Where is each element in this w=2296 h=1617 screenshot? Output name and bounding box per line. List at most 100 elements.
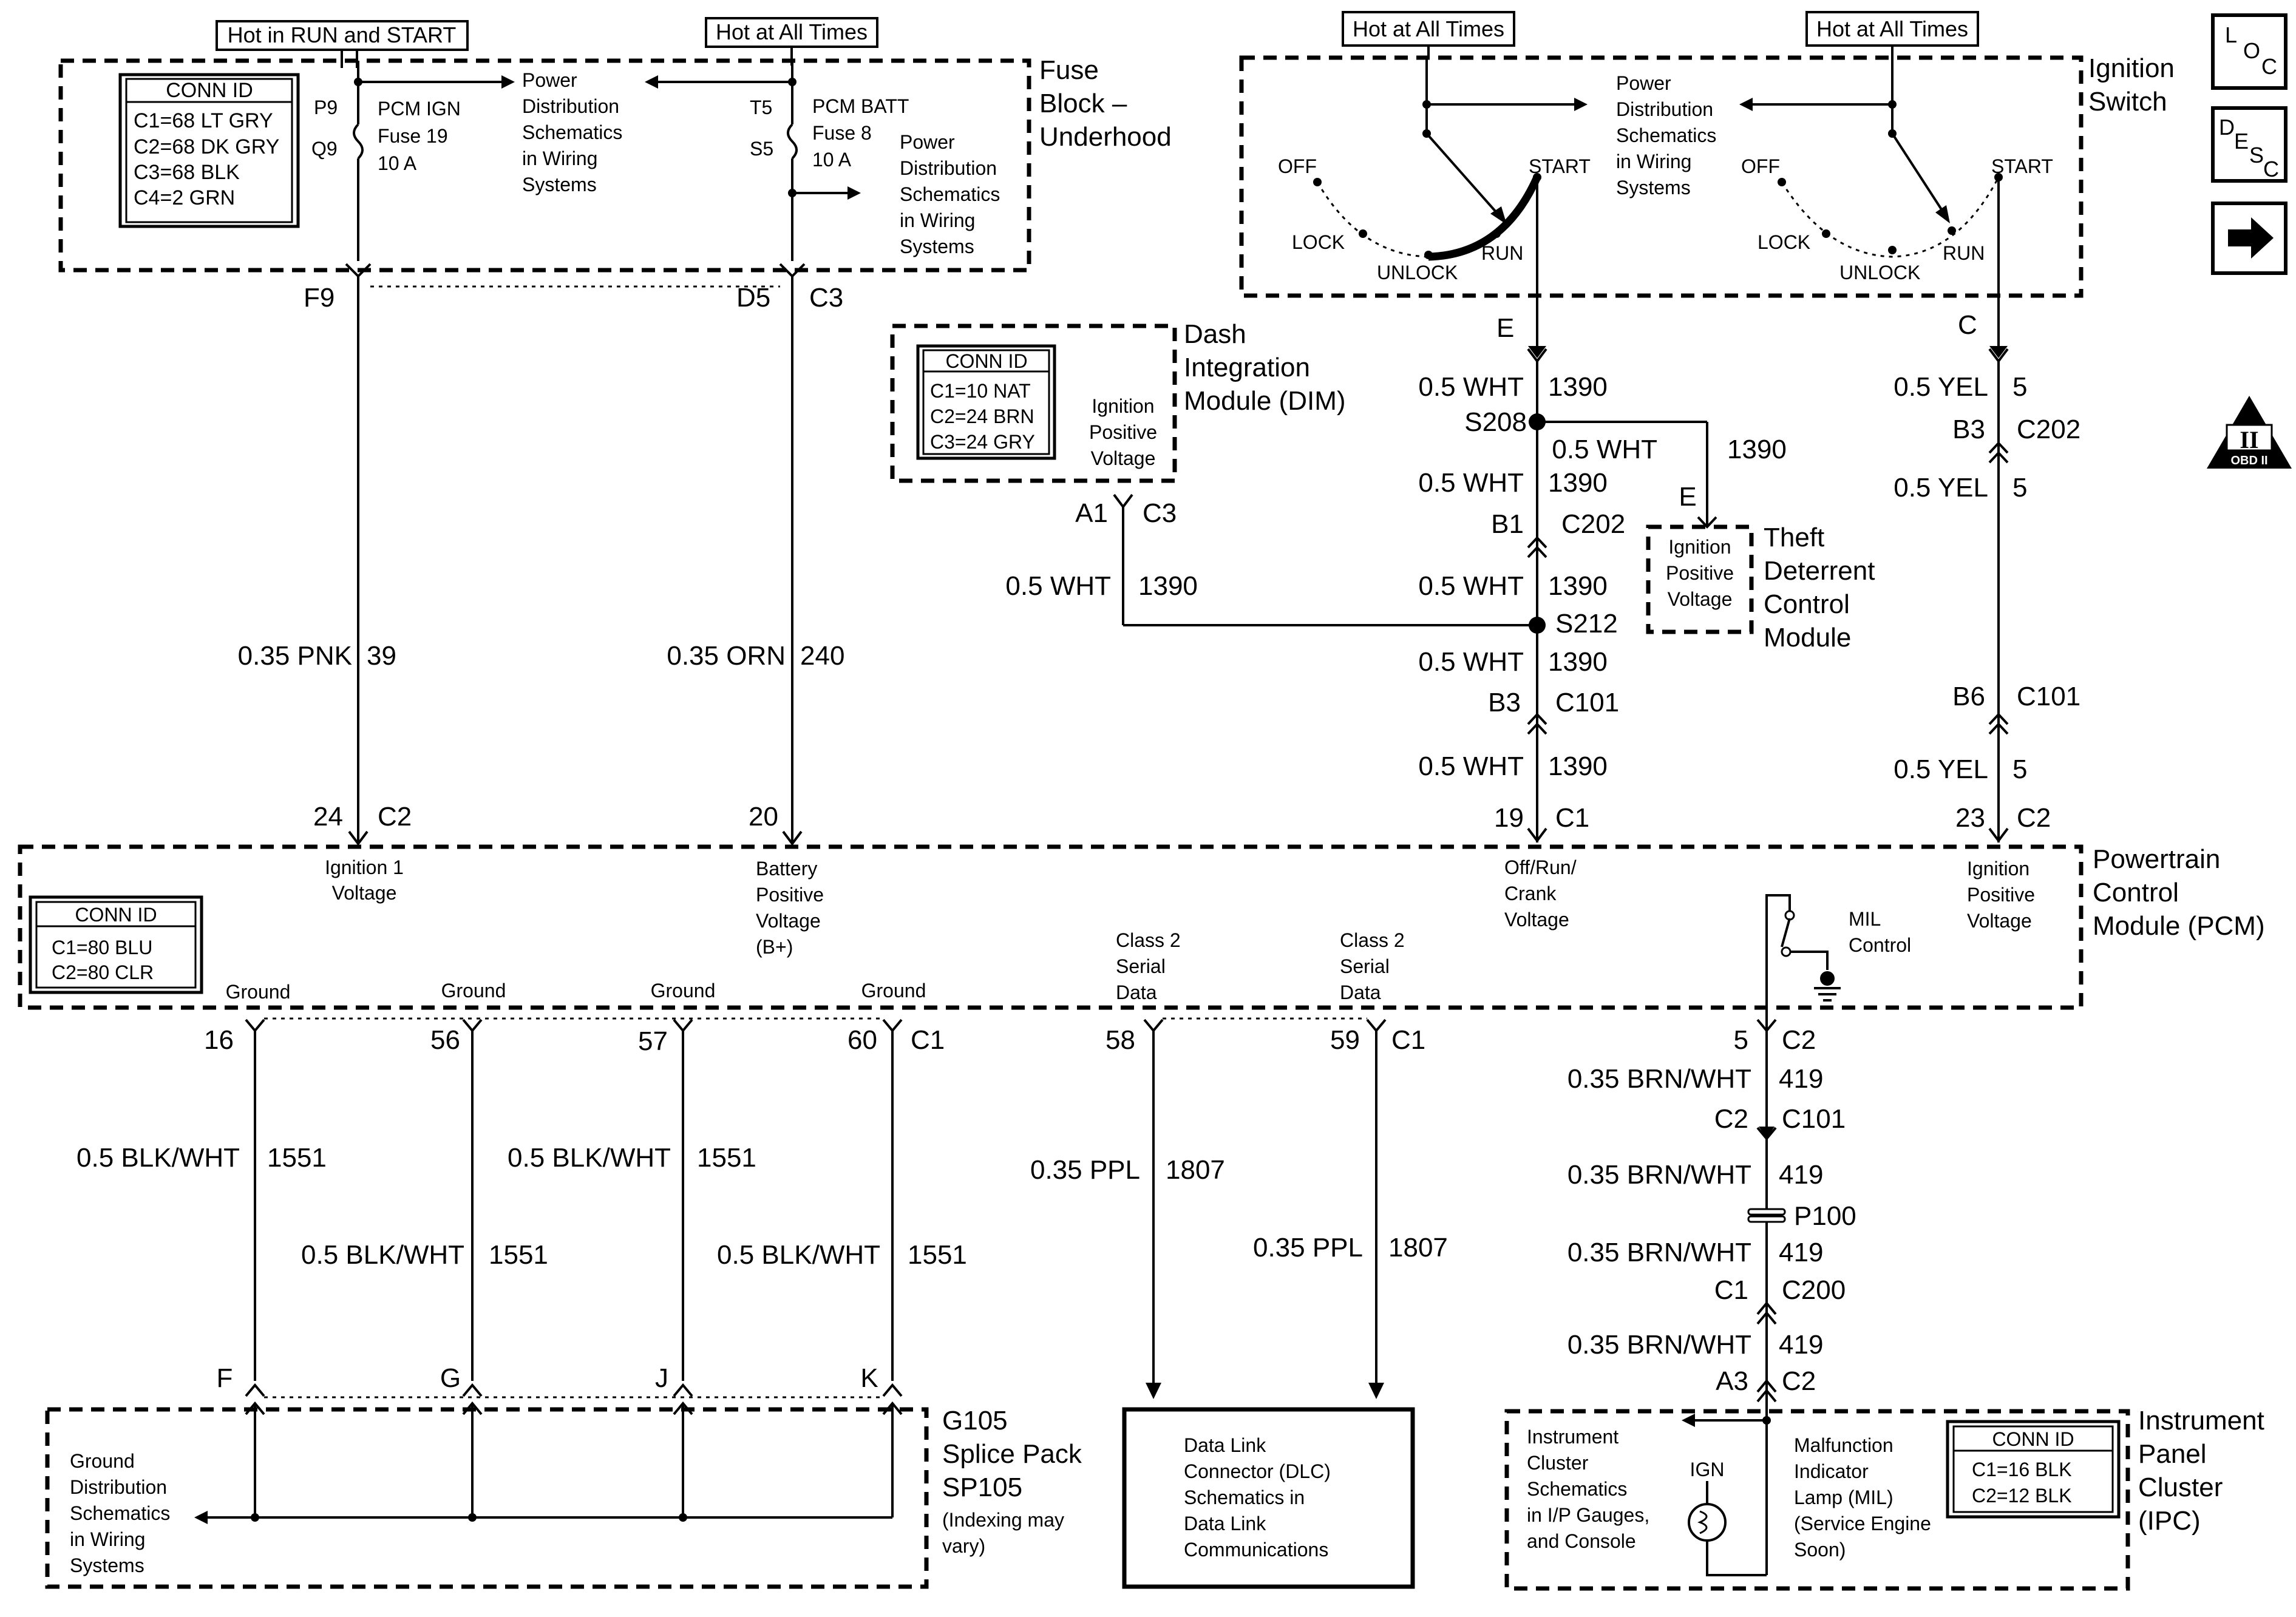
svg-text:Positive: Positive [756,884,824,906]
svg-text:(Indexing may: (Indexing may [942,1509,1064,1531]
circuit-5 [1988,346,2009,843]
pcm-class2-labels: Class 2 Serial Data Class 2 Serial Data [1116,929,1405,1003]
svg-text:C202: C202 [1561,509,1625,539]
svg-text:0.35 BRN/WHT: 0.35 BRN/WHT [1567,1160,1751,1190]
svg-text:(Service Engine: (Service Engine [1794,1513,1931,1534]
splice-pack-title: G105 Splice Pack SP105 (Indexing may var… [942,1406,1082,1557]
hot-all-times-header-2: Hot at All Times [1342,11,1515,47]
svg-text:0.5 YEL: 0.5 YEL [1894,754,1988,784]
pcm-conn-id: CONN ID C1=80 BLU C2=80 CLR [29,895,203,994]
svg-text:5: 5 [2012,473,2027,503]
svg-text:C2=68 DK GRY: C2=68 DK GRY [134,135,279,158]
svg-text:UNLOCK: UNLOCK [1377,262,1458,283]
svg-text:Underhood: Underhood [1039,122,1172,152]
dim-outline [890,324,1177,483]
svg-text:in Wiring: in Wiring [522,147,597,169]
wire-1807-labels: 0.35 PPL 1807 0.35 PPL 1807 [1030,1155,1448,1263]
svg-text:0.5 BLK/WHT: 0.5 BLK/WHT [717,1240,880,1270]
svg-text:Voltage: Voltage [1967,910,2032,932]
pds-label-b: Power Distribution Schematics in Wiring … [900,131,1000,257]
svg-text:Systems: Systems [522,174,597,195]
svg-text:Ground: Ground [651,980,716,1002]
svg-text:CONN ID: CONN ID [166,79,253,102]
svg-text:C1=80 BLU: C1=80 BLU [52,937,152,958]
loc-nav-button[interactable]: L O C [2211,13,2288,90]
pcm-top-pins: 24 C2 20 19 C1 23 C2 [313,802,2051,846]
ignition-switch-left: OFF LOCK UNLOCK RUN START [1278,58,1591,346]
svg-text:Voltage: Voltage [756,910,821,932]
svg-text:PCM IGN: PCM IGN [378,98,461,120]
svg-text:(B+): (B+) [756,936,793,958]
svg-text:Block –: Block – [1039,89,1127,118]
svg-text:E: E [1496,313,1514,343]
wire-1390-labels: 0.5 WHT 1390 S208 0.5 WHT 1390 0.5 WHT 1… [1005,372,1786,781]
svg-text:S208: S208 [1464,407,1527,437]
pcm-batt-fuse: T5 S5 PCM BATT Fuse 8 10 A [645,61,909,261]
wire-5-labels: 0.5 YEL 5 B3 C202 0.5 YEL 5 B6 C101 0.5 … [1894,372,2080,784]
svg-text:419: 419 [1779,1160,1823,1190]
svg-text:C2=80 CLR: C2=80 CLR [52,961,154,983]
svg-text:Theft: Theft [1764,523,1824,552]
hot-run-start-header: Hot in RUN and START [216,20,469,51]
svg-text:0.35 PNK: 0.35 PNK [238,641,352,671]
svg-text:CONN ID: CONN ID [945,350,1027,372]
svg-text:16: 16 [204,1025,234,1055]
svg-text:1390: 1390 [1138,571,1198,601]
svg-text:C3=24 GRY: C3=24 GRY [930,431,1035,453]
svg-text:Schematics: Schematics [1616,124,1716,146]
dim-pins: A1 C3 [1075,498,1177,528]
ignition-switch-title: Ignition Switch [2088,53,2175,117]
svg-text:C202: C202 [2017,415,2080,444]
dim-conn-id: CONN ID C1=10 NAT C2=24 BRN C3=24 GRY [916,344,1056,460]
svg-text:0.5 BLK/WHT: 0.5 BLK/WHT [301,1240,464,1270]
svg-text:Ground: Ground [861,980,926,1002]
next-arrow-button[interactable] [2211,202,2288,275]
svg-text:Data Link: Data Link [1184,1434,1266,1456]
svg-text:0.5 YEL: 0.5 YEL [1894,372,1988,402]
svg-text:C200: C200 [1782,1275,1846,1305]
svg-text:OBD II: OBD II [2230,454,2267,467]
svg-text:Panel: Panel [2138,1439,2207,1469]
svg-text:in I/P Gauges,: in I/P Gauges, [1527,1504,1649,1526]
svg-text:Indicator: Indicator [1794,1460,1869,1482]
svg-text:Hot at All Times: Hot at All Times [1353,16,1504,41]
svg-text:24: 24 [313,802,343,832]
svg-text:Distribution: Distribution [900,157,997,179]
svg-text:1390: 1390 [1727,435,1787,464]
svg-text:Power: Power [522,69,577,91]
desc-nav-button[interactable]: D E S C [2211,106,2288,183]
svg-text:60: 60 [847,1025,877,1055]
ignition-pds-label: Power Distribution Schematics in Wiring … [1616,72,1716,198]
dim-ipv-label: Ignition Positive Voltage [1089,395,1157,469]
fuse-block-title: Fuse Block – Underhood [1039,55,1172,152]
svg-text:0.35 PPL: 0.35 PPL [1030,1155,1140,1185]
svg-text:Instrument: Instrument [1527,1426,1618,1448]
svg-text:START: START [1991,155,2053,177]
fuse-block-outputs: F9 D5 C3 [304,263,843,313]
svg-text:Distribution: Distribution [70,1476,167,1498]
pcm-outline [18,844,2084,1010]
svg-text:0.35 BRN/WHT: 0.35 BRN/WHT [1567,1064,1751,1094]
svg-text:1551: 1551 [489,1240,548,1270]
svg-text:Ignition: Ignition [1092,395,1154,417]
svg-text:Class 2: Class 2 [1116,929,1181,951]
svg-text:Data: Data [1340,981,1381,1003]
svg-text:Data: Data [1116,981,1157,1003]
svg-text:1390: 1390 [1548,571,1608,601]
svg-text:39: 39 [367,641,396,671]
svg-text:C1=16 BLK: C1=16 BLK [1972,1459,2072,1480]
svg-text:F: F [217,1363,233,1393]
svg-text:Lamp (MIL): Lamp (MIL) [1794,1486,1894,1508]
dim-title: Dash Integration Module (DIM) [1184,319,1346,416]
svg-text:Off/Run/: Off/Run/ [1504,856,1577,878]
hot-all-times-header-1: Hot at All Times [705,17,878,48]
svg-text:Malfunction: Malfunction [1794,1434,1894,1456]
svg-text:0.5 WHT: 0.5 WHT [1005,571,1111,601]
svg-text:C2: C2 [1782,1366,1816,1396]
svg-text:D: D [2219,115,2235,140]
svg-text:0.5 WHT: 0.5 WHT [1418,751,1524,781]
svg-text:Instrument: Instrument [2138,1406,2264,1436]
class2-data-wires [1146,1031,1384,1399]
svg-text:Serial: Serial [1340,955,1390,977]
svg-text:Switch: Switch [2088,87,2167,117]
